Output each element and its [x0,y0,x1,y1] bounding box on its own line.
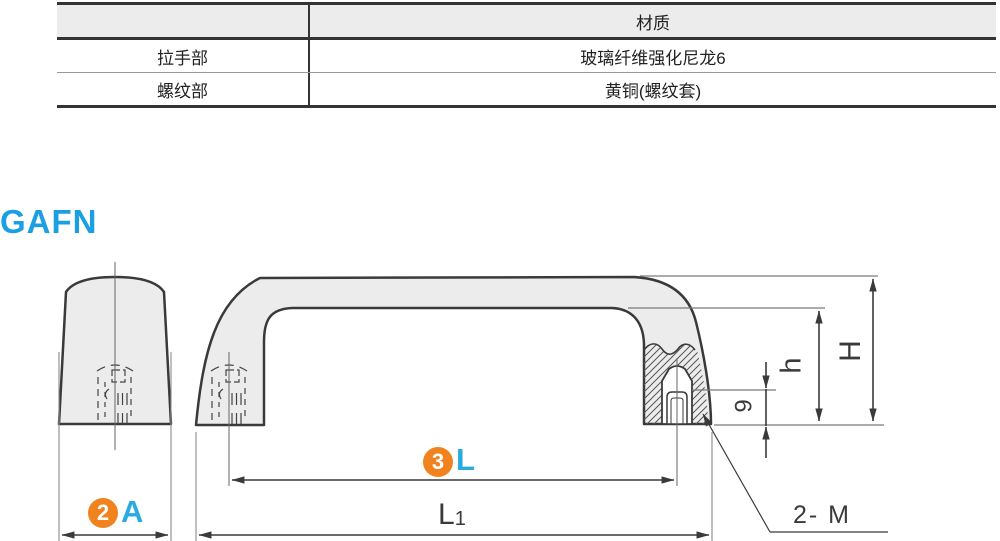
table-row: 螺纹部 黄铜(螺纹套) [57,73,996,105]
circled-number-3-badge: 3 [423,447,453,477]
dim-H-label: H [833,340,867,362]
dim-L1-main: L [438,498,455,531]
material-table-header-row: 材质 [57,5,996,40]
reference-lines [628,275,884,426]
extension-lines [58,352,713,541]
header-material-cell: 材质 [636,13,670,33]
material-value-cell: 黄铜(螺纹套) [604,81,702,101]
dim-L1-subscript: 1 [454,508,466,530]
material-table: 材质 拉手部 玻璃纤维强化尼龙6 螺纹部 黄铜(螺纹套) [57,2,996,108]
dim-L-label: L [456,442,475,477]
material-value-cell: 玻璃纤维强化尼龙6 [580,48,726,68]
thread-depth-label: 9 [730,399,758,413]
dim-L1-label: L 1 [438,500,466,530]
circled-number-2-badge: 2 [88,498,118,528]
thread-callout-leader [702,413,888,533]
table-row: 拉手部 玻璃纤维强化尼龙6 [57,40,996,73]
part-name-cell: 螺纹部 [57,73,310,105]
handle-front-view [194,275,713,427]
dim-h-label: h [775,357,808,374]
thread-callout-label: 2- M [793,501,851,529]
centerlines [114,262,678,486]
dimension-lines [61,278,877,539]
thread-insert-section [643,343,708,425]
part-name-cell: 拉手部 [57,40,310,72]
series-code-heading: GAFN [0,203,98,240]
dim-A-label: A [121,494,144,529]
header-part-cell [57,5,310,37]
